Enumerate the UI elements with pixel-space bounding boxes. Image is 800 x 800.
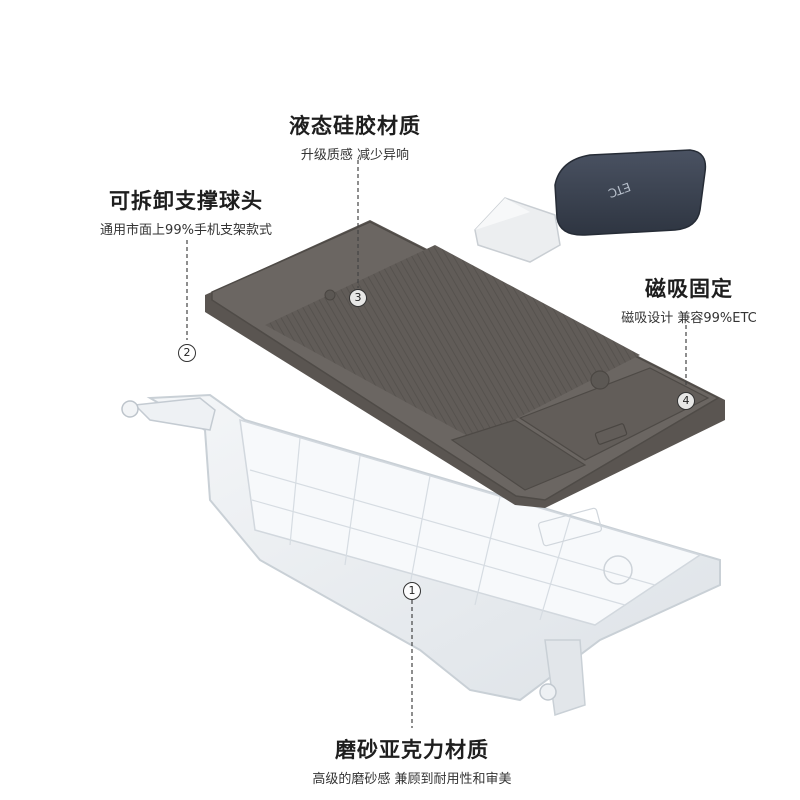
- callout-acrylic-subtitle: 高级的磨砂感 兼顾到耐用性和审美: [312, 772, 512, 787]
- callout-ball-head: 可拆卸支撑球头 通用市面上99%手机支架款式: [70, 185, 302, 238]
- marker-2: 2: [178, 344, 196, 362]
- callout-silicone-title: 液态硅胶材质: [289, 114, 421, 138]
- callout-ball-head-subtitle: 通用市面上99%手机支架款式: [100, 223, 272, 238]
- callout-acrylic-title: 磨砂亚克力材质: [335, 738, 489, 762]
- leader-lines: [186, 160, 687, 728]
- magnet-block: [474, 197, 561, 263]
- marker-4: 4: [677, 392, 695, 410]
- callout-acrylic: 磨砂亚克力材质 高级的磨砂感 兼顾到耐用性和审美: [272, 734, 552, 787]
- acrylic-base: [121, 393, 721, 716]
- callout-magnetic-title: 磁吸固定: [645, 277, 733, 301]
- callout-ball-head-title: 可拆卸支撑球头: [109, 189, 263, 213]
- callout-magnetic-subtitle: 磁吸设计 兼容99%ETC: [621, 311, 757, 326]
- callout-silicone-subtitle: 升级质感 减少异响: [300, 148, 410, 163]
- marker-3: 3: [349, 289, 367, 307]
- callout-silicone: 液态硅胶材质 升级质感 减少异响: [270, 110, 440, 163]
- callout-magnetic: 磁吸固定 磁吸设计 兼容99%ETC: [600, 273, 778, 326]
- etc-device: ETC: [554, 149, 707, 236]
- marker-1: 1: [403, 582, 421, 600]
